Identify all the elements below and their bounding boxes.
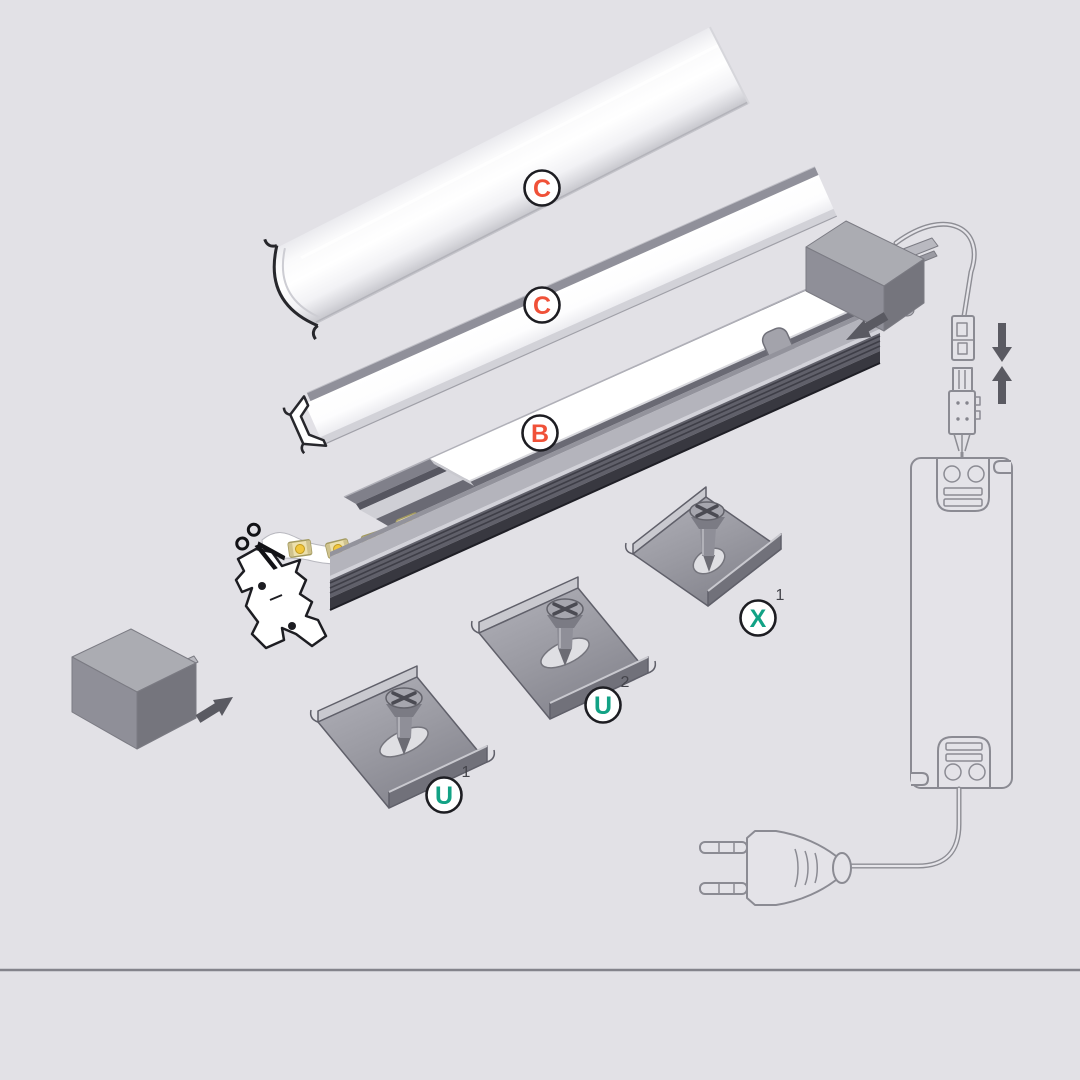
connector-male	[948, 367, 981, 459]
power-plug	[699, 830, 852, 906]
svg-text:C: C	[533, 292, 551, 320]
svg-text:U: U	[594, 692, 612, 720]
flat-cover-front-edge	[320, 208, 837, 445]
endcap-with-cable-part	[805, 220, 939, 332]
profile-front-rail	[376, 298, 880, 526]
psu-bottom-notch	[911, 772, 929, 786]
svg-text:2: 2	[621, 674, 630, 691]
flat-cover-end-outline	[288, 395, 328, 447]
flat-cover-rear-hook	[306, 166, 819, 402]
round-cover-end-outline	[272, 245, 319, 328]
endcap-cable	[893, 221, 977, 319]
mounting-clip-u1	[308, 664, 497, 810]
led-chip	[287, 539, 313, 558]
svg-text:1: 1	[776, 587, 785, 604]
scissors-icon	[235, 522, 286, 570]
power-supply-unit	[910, 457, 1013, 789]
svg-text:X: X	[750, 605, 767, 633]
connector-female	[951, 315, 975, 361]
phillips-cross-icon	[695, 504, 719, 518]
join-arrows-icon	[992, 323, 1012, 404]
psu-body	[910, 457, 1013, 789]
round-cover-part	[263, 26, 750, 341]
psu-top-notch	[993, 460, 1011, 474]
screw-shaft	[700, 528, 716, 556]
flat-cover-top	[305, 175, 834, 438]
screw-countersink	[691, 517, 725, 529]
svg-text:B: B	[531, 420, 549, 448]
plug-pin	[699, 841, 748, 854]
endcap-side-face	[136, 662, 197, 750]
round-cover-body	[275, 27, 749, 324]
profile-front-face	[329, 305, 881, 611]
label-clip-x1: X 1	[739, 587, 785, 637]
svg-text:1: 1	[462, 764, 471, 781]
flat-cover-part	[282, 166, 838, 455]
mounting-clip-u2	[469, 575, 658, 721]
screw-tip	[703, 555, 715, 572]
mains-cable	[848, 786, 962, 869]
aluminium-profile-part	[234, 275, 907, 650]
endcap-closed-part	[71, 628, 199, 750]
label-flat-cover: C	[523, 286, 561, 324]
label-round-cover: C	[523, 169, 561, 207]
label-profile: B	[521, 414, 559, 452]
plug-body	[746, 830, 837, 906]
label-clip-u2: U 2	[584, 674, 630, 724]
profile-cross-section	[234, 547, 328, 650]
svg-text:C: C	[533, 175, 551, 203]
slide-arrow-left-icon	[846, 312, 889, 340]
label-clip-u1: U 1	[425, 764, 471, 814]
psu-top-terminal	[936, 459, 990, 512]
slide-arrow-right-icon	[195, 697, 233, 723]
mounting-clip-x1	[624, 486, 782, 607]
svg-text:U: U	[435, 782, 453, 810]
plug-grommet	[832, 852, 852, 884]
plug-pin	[699, 882, 748, 895]
